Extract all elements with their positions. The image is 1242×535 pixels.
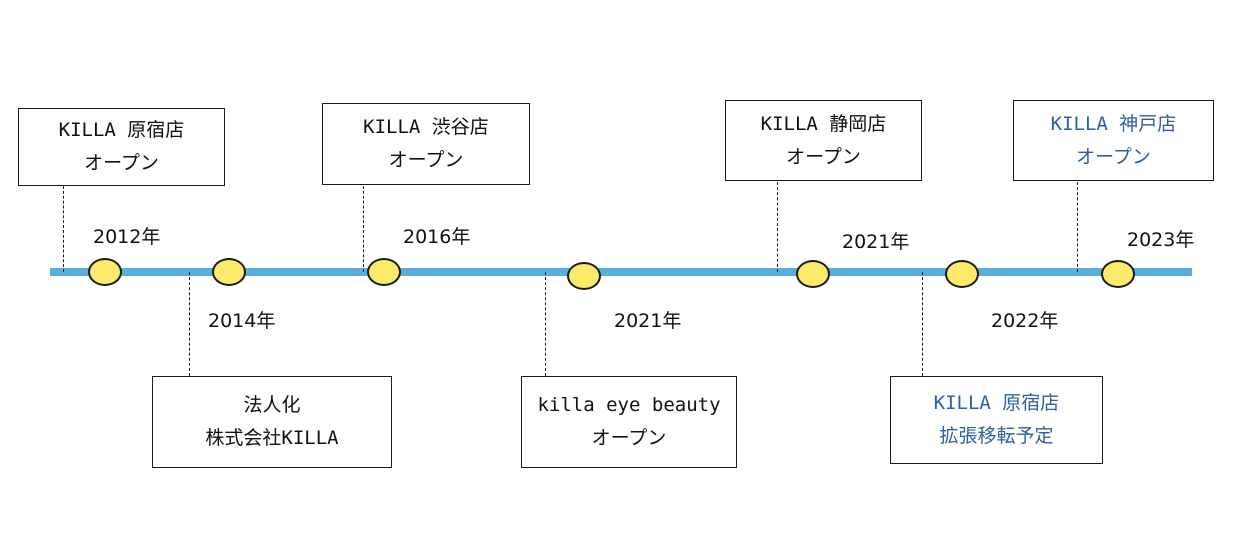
timeline-line <box>50 268 1192 276</box>
event-box-shibuya-open: KILLA 渋谷店 オープン <box>322 103 530 185</box>
event-line2: オープン <box>786 145 861 168</box>
timeline-dot-2021b <box>796 260 830 288</box>
event-line1: killa eye beauty <box>537 394 721 416</box>
event-box-shizuoka-open: KILLA 静岡店 オープン <box>725 100 922 181</box>
connector-harajuku-relocation <box>922 272 923 376</box>
event-line1: KILLA 静岡店 <box>760 112 887 135</box>
connector-harajuku <box>63 186 64 272</box>
timeline-dot-2012 <box>88 258 122 286</box>
year-label: 2016年 <box>403 226 471 248</box>
event-line1: KILLA 原宿店 <box>933 392 1060 414</box>
timeline-dot-2021a <box>567 262 601 290</box>
connector-eye-beauty <box>545 272 546 376</box>
event-box-harajuku-open: KILLA 原宿店 オープン <box>18 108 225 186</box>
connector-kobe <box>1077 182 1078 272</box>
event-line2: オープン <box>388 149 464 171</box>
connector-corporation <box>189 272 190 376</box>
connector-shizuoka <box>777 182 778 272</box>
timeline-dot-2022 <box>945 260 979 288</box>
event-box-incorporation: 法人化 株式会社KILLA <box>152 376 392 468</box>
event-box-harajuku-relocation: KILLA 原宿店 拡張移転予定 <box>890 376 1103 464</box>
event-box-kobe-open: KILLA 神戸店 オープン <box>1013 100 1214 181</box>
year-label: 2012年 <box>93 226 161 248</box>
timeline-dot-2023 <box>1101 260 1135 288</box>
event-line2: 株式会社KILLA <box>205 427 339 449</box>
event-line1: 法人化 <box>243 394 301 416</box>
event-line2: オープン <box>591 427 667 449</box>
year-label: 2021年 <box>614 310 682 332</box>
event-line2: オープン <box>1076 145 1151 168</box>
event-box-eye-beauty-open: killa eye beauty オープン <box>521 376 737 468</box>
year-label: 2022年 <box>991 310 1059 332</box>
year-label: 2014年 <box>208 310 276 332</box>
event-line1: KILLA 神戸店 <box>1050 112 1177 135</box>
event-line1: KILLA 原宿店 <box>58 119 185 141</box>
year-label: 2021年 <box>842 231 910 253</box>
timeline-dot-2014 <box>212 258 246 286</box>
connector-shibuya <box>363 186 364 272</box>
timeline-dot-2016 <box>367 258 401 286</box>
year-label: 2023年 <box>1127 229 1195 251</box>
event-line2: オープン <box>84 152 159 174</box>
event-line2: 拡張移転予定 <box>939 425 1054 447</box>
event-line1: KILLA 渋谷店 <box>363 116 489 138</box>
